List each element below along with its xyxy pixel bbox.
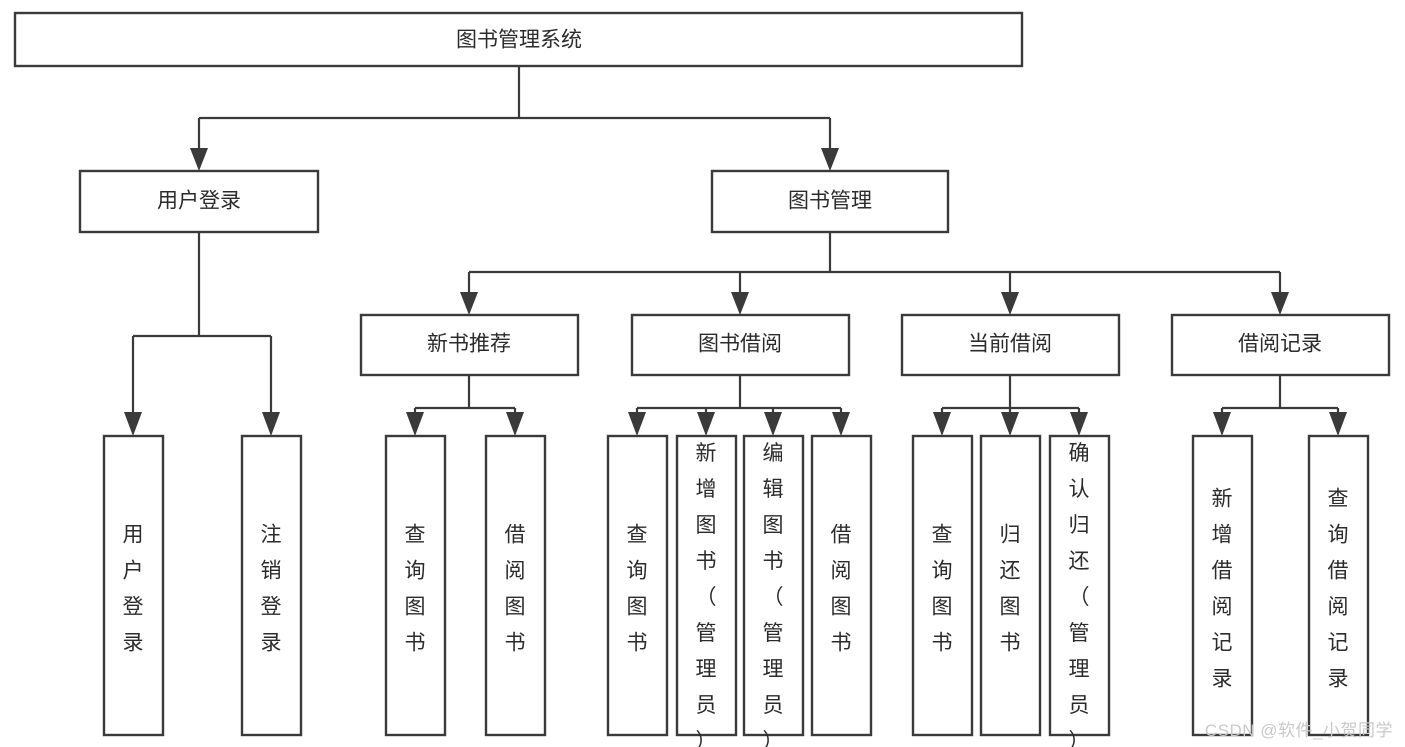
connector-borrow-to-leaves (635, 375, 843, 420)
node-newbook-box[interactable] (359, 313, 580, 377)
arrow-head-to-leaf8 (832, 412, 850, 436)
arrow-head-to-leaf13 (1329, 412, 1347, 436)
node-current-label: 当前借阅 (968, 333, 1052, 356)
node-leaf4-box[interactable] (484, 434, 547, 737)
node-leaf9-label: 查询图书 (932, 524, 953, 655)
arrow-head-to-leaf6 (697, 412, 715, 436)
node-leaf6-box[interactable] (675, 434, 738, 737)
node-leaf3-box[interactable] (384, 434, 447, 737)
node-leaf11-box[interactable] (1048, 434, 1111, 737)
node-login[interactable]: 用户登录 (78, 169, 320, 234)
node-leaf6-label: 新增图书（管理员） (696, 442, 717, 747)
node-leaf10-label: 归还图书 (1000, 524, 1021, 655)
node-leaf1-box[interactable] (102, 434, 165, 737)
arrow-head-to-records (1271, 292, 1289, 315)
node-leaf11[interactable]: 确认归还（管理员） (1048, 434, 1111, 747)
node-leaf8-label: 借阅图书 (831, 524, 852, 655)
node-leaf9[interactable]: 查询图书 (911, 434, 974, 737)
node-bookmgmt-box[interactable] (710, 169, 950, 234)
arrow-head-to-leaf5 (628, 412, 646, 436)
node-leaf3-label: 查询图书 (405, 524, 426, 655)
node-records[interactable]: 借阅记录 (1170, 313, 1391, 377)
node-leaf7[interactable]: 编辑图书（管理员） (742, 434, 805, 747)
node-leaf4[interactable]: 借阅图书 (484, 434, 547, 737)
connector-login-to-leaves (131, 232, 273, 420)
connector-bookmgmt-to-level2 (467, 232, 1282, 300)
node-leaf3[interactable]: 查询图书 (384, 434, 447, 737)
arrow-head-to-leaf3 (406, 412, 424, 436)
arrow-head-to-bookmgmt (821, 148, 839, 171)
node-leaf13-box[interactable] (1307, 434, 1370, 737)
node-leaf10[interactable]: 归还图书 (979, 434, 1042, 737)
node-root-box[interactable] (13, 11, 1024, 68)
node-layer: 图书管理系统 用户登录 图书管理 新书推荐 图书借阅 当前借阅 借阅记录 (13, 11, 1391, 747)
node-newbook-label: 新书推荐 (427, 333, 511, 356)
arrow-head-to-login (190, 148, 208, 171)
node-leaf2[interactable]: 注销登录 (240, 434, 303, 737)
node-leaf5-label: 查询图书 (627, 524, 648, 655)
arrow-head-to-leaf1 (124, 412, 142, 436)
node-records-label: 借阅记录 (1238, 333, 1322, 356)
node-leaf8-box[interactable] (810, 434, 873, 737)
node-current-box[interactable] (900, 313, 1121, 377)
arrow-head-to-leaf2 (262, 412, 280, 436)
node-root-label: 图书管理系统 (456, 29, 582, 52)
connector-layer (124, 66, 1347, 436)
node-leaf4-label: 借阅图书 (505, 524, 526, 655)
node-leaf10-box[interactable] (979, 434, 1042, 737)
node-newbook[interactable]: 新书推荐 (359, 313, 580, 377)
arrow-head-to-leaf11 (1070, 412, 1088, 436)
node-bookmgmt-label: 图书管理 (788, 190, 872, 213)
connector-newbook-to-leaves (413, 375, 517, 420)
arrow-head-to-borrow (731, 292, 749, 315)
node-leaf6[interactable]: 新增图书（管理员） (675, 434, 738, 747)
node-leaf2-label: 注销登录 (261, 524, 282, 655)
node-borrow-box[interactable] (630, 313, 851, 377)
node-leaf11-label: 确认归还（管理员） (1069, 442, 1090, 747)
node-leaf13-label: 查询借阅记录 (1328, 488, 1349, 691)
node-bookmgmt[interactable]: 图书管理 (710, 169, 950, 234)
arrow-head-to-newbook (460, 292, 478, 315)
node-borrow-label: 图书借阅 (698, 333, 782, 356)
node-leaf7-label: 编辑图书（管理员） (763, 442, 784, 747)
node-leaf12[interactable]: 新增借阅记录 (1191, 434, 1254, 737)
connector-records-to-leaves (1220, 375, 1340, 420)
node-root[interactable]: 图书管理系统 (13, 11, 1024, 68)
node-leaf12-label: 新增借阅记录 (1212, 488, 1233, 691)
arrow-head-to-leaf7 (764, 412, 782, 436)
arrow-head-to-leaf4 (506, 412, 524, 436)
node-leaf5-box[interactable] (606, 434, 669, 737)
node-leaf1-label: 用户登录 (123, 524, 144, 655)
node-current[interactable]: 当前借阅 (900, 313, 1121, 377)
arrow-head-to-leaf12 (1213, 412, 1231, 436)
arrow-head-to-leaf10 (1001, 412, 1019, 436)
node-leaf9-box[interactable] (911, 434, 974, 737)
arrow-head-to-leaf9 (933, 412, 951, 436)
node-borrow[interactable]: 图书借阅 (630, 313, 851, 377)
node-leaf7-box[interactable] (742, 434, 805, 737)
connector-root-to-level1 (197, 66, 832, 156)
node-leaf2-box[interactable] (240, 434, 303, 737)
node-leaf8[interactable]: 借阅图书 (810, 434, 873, 737)
node-leaf12-box[interactable] (1191, 434, 1254, 737)
node-records-box[interactable] (1170, 313, 1391, 377)
node-leaf13[interactable]: 查询借阅记录 (1307, 434, 1370, 737)
node-leaf1[interactable]: 用户登录 (102, 434, 165, 737)
arrow-head-to-current (1001, 292, 1019, 315)
node-login-box[interactable] (78, 169, 320, 234)
node-leaf5[interactable]: 查询图书 (606, 434, 669, 737)
node-login-label: 用户登录 (157, 190, 241, 213)
